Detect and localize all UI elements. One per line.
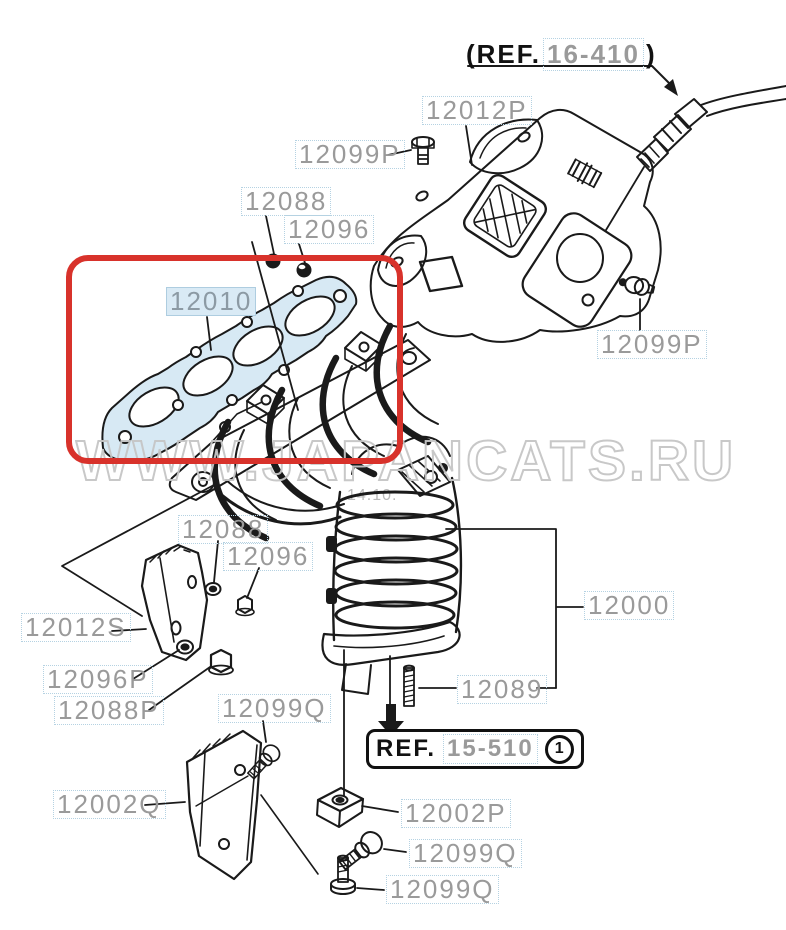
part-label-12000[interactable]: 12000	[584, 591, 675, 620]
part-label-12012s[interactable]: 12012S	[21, 613, 131, 642]
down-arrow-icon	[378, 704, 404, 736]
ref-bottom-prefix: REF.	[376, 735, 437, 762]
part-label-12089[interactable]: 12089	[457, 675, 548, 704]
part-label-12099p-right[interactable]: 12099P	[597, 330, 707, 359]
ref-bottom-code-link[interactable]: 15-510	[443, 734, 538, 764]
ref-top-suffix: )	[645, 39, 657, 69]
converter-bracket-p-drawing	[316, 786, 365, 828]
ref-bottom-circled-number: 1	[544, 734, 574, 764]
converter-bracket-q-drawing	[185, 729, 319, 881]
part-label-12099p-top[interactable]: 12099P	[295, 140, 405, 169]
part-label-12010-selected[interactable]: 12010	[166, 287, 257, 316]
heat-shield-drawing	[369, 108, 662, 343]
part-label-12002q[interactable]: 12002Q	[53, 790, 166, 819]
gasket-drawing	[101, 275, 358, 463]
part-label-12099q-left[interactable]: 12099Q	[218, 694, 331, 723]
part-label-12088p[interactable]: 12088P	[54, 696, 164, 725]
ref-top-line: (REF. 16-410 )	[466, 38, 657, 71]
ref-bottom-box: REF. 15-510 1	[366, 729, 584, 769]
ref-top-prefix: (REF.	[466, 39, 541, 69]
part-label-12002p[interactable]: 12002P	[401, 799, 511, 828]
manifold-converter-drawing	[168, 322, 463, 695]
part-label-12088-top[interactable]: 12088	[241, 187, 332, 216]
leader-lines	[61, 125, 641, 891]
part-label-12096-top[interactable]: 12096	[284, 215, 375, 244]
ref-top-code-link[interactable]: 16-410	[543, 38, 644, 71]
part-label-12099q-bottom[interactable]: 12099Q	[386, 875, 499, 904]
part-label-12099q-mid[interactable]: 12099Q	[409, 839, 522, 868]
part-label-12096-mid[interactable]: 12096	[223, 542, 314, 571]
heat-shield-stay-drawing	[140, 543, 209, 662]
part-label-12012p[interactable]: 12012P	[422, 96, 532, 125]
part-label-12096p[interactable]: 12096P	[43, 665, 153, 694]
part-label-12088-mid[interactable]: 12088	[178, 515, 269, 544]
oxygen-sensor-drawing	[467, 65, 786, 231]
